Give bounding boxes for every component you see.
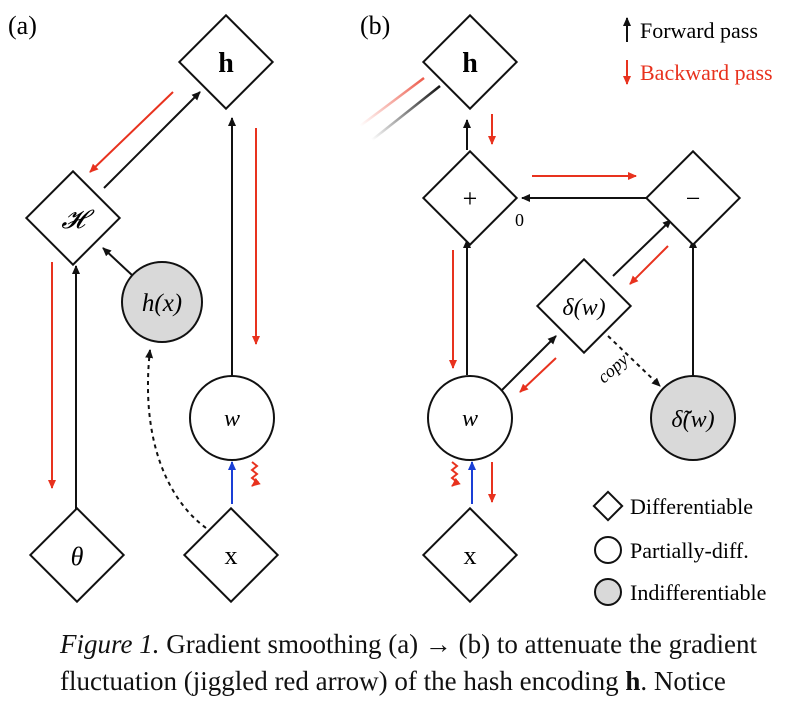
edge-H-to-h bbox=[103, 91, 201, 189]
legend-indifferentiable-label: Indifferentiable bbox=[630, 580, 766, 605]
grad-h-to-H bbox=[89, 91, 174, 173]
node-b-plus: + bbox=[421, 149, 519, 247]
panel-a-label: (a) bbox=[8, 11, 37, 40]
edge-w-to-delta bbox=[499, 335, 557, 393]
faded-backward-arrow bbox=[359, 77, 425, 127]
node-b-h: h bbox=[421, 13, 519, 111]
legend-differentiable-label: Differentiable bbox=[630, 494, 753, 519]
panel-a-forward-edges bbox=[72, 91, 236, 529]
legend-forward-label: Forward pass bbox=[640, 18, 758, 43]
legend-diamond-icon bbox=[592, 490, 624, 522]
svg-text:w: w bbox=[224, 406, 240, 432]
legend-node-types: Differentiable Partially-diff. Indiffere… bbox=[592, 490, 766, 606]
panel-b-label: (b) bbox=[360, 11, 390, 40]
legend-gray-circle-icon bbox=[594, 578, 622, 606]
node-b-x: x bbox=[421, 506, 519, 604]
node-b-delta: δ(w) bbox=[535, 257, 633, 355]
svg-text:h: h bbox=[218, 48, 234, 79]
svg-text:h: h bbox=[462, 48, 478, 79]
edge-delta-to-minus bbox=[612, 219, 672, 277]
node-a-hx: h(x) bbox=[121, 261, 203, 343]
svg-text:h(x): h(x) bbox=[142, 290, 182, 317]
svg-text:x: x bbox=[225, 541, 238, 570]
legend-backward-label: Backward pass bbox=[640, 60, 773, 85]
node-b-w: w bbox=[427, 375, 513, 461]
svg-text:δ̃(w): δ̃(w) bbox=[671, 407, 714, 433]
node-a-H: 𝓗 bbox=[24, 169, 122, 267]
grad-delta-to-w bbox=[519, 357, 557, 393]
node-a-h: h bbox=[177, 13, 275, 111]
gradient-smoothing-diagram: (a) h 𝓗 h(x) w θ x (b) bbox=[8, 11, 773, 606]
node-b-minus: − bbox=[644, 149, 742, 247]
faded-forward-arrow bbox=[371, 85, 441, 141]
svg-text:x: x bbox=[464, 541, 477, 570]
node-a-x: x bbox=[182, 506, 280, 604]
svg-text:w: w bbox=[462, 406, 478, 432]
edge-label-zero: 0 bbox=[515, 210, 524, 230]
legend-partially-label: Partially-diff. bbox=[630, 538, 749, 563]
svg-text:+: + bbox=[463, 184, 478, 213]
panel-b-forward-edges bbox=[463, 119, 697, 393]
svg-text:−: − bbox=[686, 184, 701, 213]
grad-w-to-x-jiggled bbox=[250, 461, 261, 487]
caption-bold-h: h bbox=[625, 666, 641, 696]
caption-line-2-suffix: . Notice bbox=[640, 666, 726, 696]
panel-b-backward-edges bbox=[449, 114, 669, 503]
node-a-theta: θ bbox=[28, 506, 126, 604]
svg-text:θ: θ bbox=[71, 542, 84, 571]
edge-hx-to-H bbox=[102, 247, 134, 277]
node-b-delta-tilde: δ̃(w) bbox=[650, 375, 736, 461]
grad-minus-to-delta bbox=[629, 245, 669, 285]
caption-line-1-text: Gradient smoothing (a) → (b) to attenuat… bbox=[159, 629, 758, 659]
caption-figure-label: Figure 1. bbox=[60, 629, 160, 659]
figure-caption: Figure 1. Gradient smoothing (a) → (b) t… bbox=[60, 626, 800, 700]
legend-passes: Forward pass Backward pass bbox=[623, 17, 773, 85]
edge-x-to-hx-dashed bbox=[145, 349, 207, 529]
panel-a-backward-edges bbox=[48, 91, 261, 489]
caption-line-1: Figure 1. Gradient smoothing (a) → (b) t… bbox=[60, 626, 800, 663]
caption-line-2: fluctuation (jiggled red arrow) of the h… bbox=[60, 663, 800, 700]
grad-w-to-x-jiggled-b bbox=[450, 461, 461, 487]
caption-line-2-text: fluctuation (jiggled red arrow) of the h… bbox=[60, 666, 626, 696]
edge-label-copy: copy bbox=[593, 349, 632, 387]
node-a-w: w bbox=[189, 375, 275, 461]
svg-text:δ(w): δ(w) bbox=[562, 295, 605, 321]
legend-white-circle-icon bbox=[594, 536, 622, 564]
